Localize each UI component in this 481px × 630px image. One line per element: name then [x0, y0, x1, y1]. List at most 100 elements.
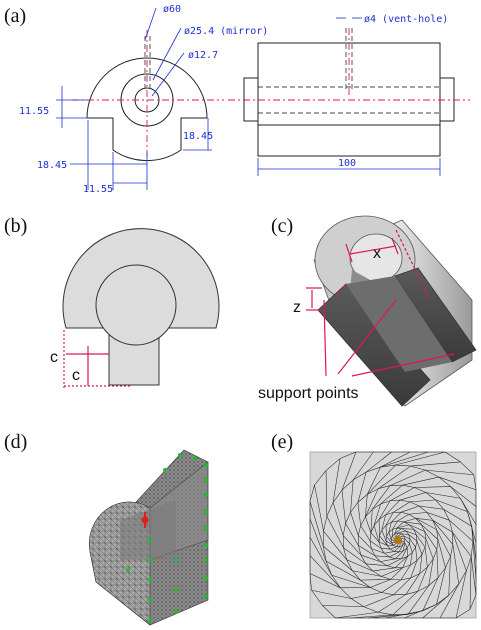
- mesh-edge: [400, 499, 411, 503]
- mesh-edge: [420, 524, 425, 532]
- mesh-edge: [372, 570, 382, 577]
- mesh-edge: [370, 587, 382, 593]
- mesh-edge: [350, 592, 382, 599]
- mesh-edge: [419, 505, 444, 510]
- mesh-edge: [390, 546, 397, 550]
- mesh-edge: [436, 539, 439, 550]
- mesh-edge: [397, 513, 410, 522]
- mesh-edge: [469, 594, 477, 610]
- mesh-edge: [393, 577, 411, 596]
- mesh-edge: [380, 561, 388, 567]
- mesh-edge: [309, 537, 333, 576]
- mesh-edge: [403, 547, 408, 551]
- mesh-edge: [332, 489, 343, 503]
- dim-left-1155: 11.55: [19, 106, 49, 117]
- mesh-edge: [452, 531, 472, 557]
- mesh-edge: [437, 567, 446, 578]
- mesh-edge: [395, 451, 446, 466]
- mesh-edge: [388, 532, 392, 540]
- mesh-edge: [402, 564, 411, 568]
- mesh-edge: [346, 559, 353, 571]
- mesh-edge: [379, 529, 383, 536]
- mesh-edge: [408, 512, 427, 515]
- mesh-edge: [436, 529, 439, 540]
- mesh-edge: [381, 592, 394, 596]
- mesh-edge: [322, 604, 364, 608]
- panel-label-e: (e): [271, 431, 293, 453]
- mesh-edge: [416, 534, 418, 542]
- mesh-edge: [392, 591, 418, 616]
- mesh-edge: [309, 484, 315, 502]
- mesh-edge: [323, 530, 347, 560]
- mesh-edge: [422, 577, 439, 611]
- mesh-edge: [452, 532, 467, 571]
- mesh-edge: [417, 585, 429, 592]
- mesh-edge: [385, 512, 394, 526]
- side-view-drawing: [228, 28, 470, 157]
- mesh-edge: [352, 570, 361, 581]
- mesh-edge: [392, 533, 395, 537]
- mesh-edge: [335, 611, 378, 619]
- mesh-edge: [309, 555, 341, 589]
- mesh-edge: [394, 556, 408, 569]
- mesh-edge: [405, 530, 417, 536]
- mesh-edge: [395, 550, 404, 560]
- mesh-edge: [435, 499, 444, 510]
- mesh-edge: [397, 530, 406, 534]
- mesh-edge: [341, 490, 346, 524]
- panel-c: (c) x z support poin: [258, 215, 477, 407]
- label-c-horizontal: c: [50, 349, 58, 366]
- mesh-edge: [385, 536, 387, 542]
- mesh-edge: [373, 503, 381, 526]
- mesh-edge: [311, 589, 352, 599]
- mesh-edge: [400, 564, 411, 581]
- mesh-edge: [408, 513, 416, 519]
- mesh-edge: [380, 547, 385, 554]
- mesh-edge: [455, 609, 471, 619]
- mesh-edge: [458, 570, 467, 585]
- mesh-edge: [390, 548, 395, 552]
- front-view-dimensions: ø60 ø25.4 (mirror) ø12.7 11.55 18.45 18.…: [19, 4, 268, 195]
- mesh-edge: [428, 558, 434, 586]
- mesh-edge: [360, 516, 366, 526]
- mesh-edge: [424, 531, 438, 550]
- mesh-edge: [314, 470, 327, 486]
- mesh-edge: [365, 509, 373, 517]
- mesh-edge: [424, 531, 427, 540]
- mesh-edge: [309, 573, 341, 589]
- mesh-edge: [322, 546, 327, 562]
- mesh-edge: [391, 511, 402, 523]
- mesh-edge: [350, 598, 364, 607]
- mesh-edge: [367, 466, 381, 495]
- mesh-edge: [390, 499, 401, 502]
- mesh-edge: [413, 529, 427, 540]
- mesh-edge: [425, 469, 474, 476]
- mesh-edge: [325, 561, 333, 576]
- mesh-edge: [374, 555, 390, 558]
- mesh-edge: [450, 544, 454, 557]
- mesh-edge: [365, 516, 372, 533]
- mesh-edge: [404, 538, 410, 544]
- mesh-edge: [386, 532, 390, 537]
- mesh-edge: [406, 543, 410, 548]
- mesh-edge: [395, 464, 411, 467]
- mesh-edge: [471, 526, 477, 562]
- panel-label-a: (a): [4, 5, 26, 27]
- mesh-edge: [460, 498, 477, 525]
- mesh-edge: [369, 540, 381, 549]
- mesh-edge: [374, 555, 381, 562]
- mesh-edge: [309, 573, 312, 591]
- finite-element-mesh-3d: [89, 449, 209, 626]
- mesh-edge: [381, 514, 386, 531]
- dim-dia12: ø12.7: [188, 50, 218, 61]
- mesh-edge: [367, 464, 396, 495]
- mesh-edge: [341, 451, 357, 491]
- mesh-edge: [385, 540, 394, 546]
- mesh-edge: [357, 494, 368, 503]
- mesh-edge: [380, 558, 396, 562]
- mesh-edge: [410, 573, 420, 579]
- panel-label-d: (d): [4, 431, 27, 453]
- mesh-edge: [377, 594, 407, 613]
- mesh-edge: [436, 529, 451, 557]
- mesh-edge: [402, 556, 408, 568]
